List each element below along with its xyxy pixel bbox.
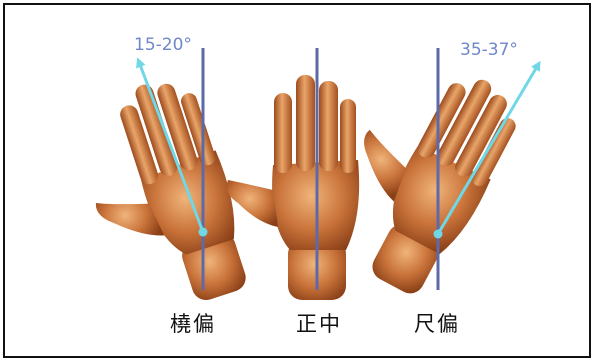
thumb <box>227 180 278 227</box>
label-ulnar-deviation: 尺偏 <box>414 308 460 338</box>
radial-angle-label: 15-20° <box>134 35 192 55</box>
finger <box>340 99 356 173</box>
finger <box>274 93 292 173</box>
ulnar-angle-label: 35-37° <box>460 40 518 60</box>
pivot-point <box>199 228 208 237</box>
finger <box>296 75 315 171</box>
hand-radial-deviation <box>64 69 260 324</box>
label-radial-deviation: 橈偏 <box>170 308 216 338</box>
label-neutral: 正中 <box>296 308 342 338</box>
pivot-point <box>434 230 443 239</box>
hand-neutral <box>227 75 359 300</box>
finger <box>319 81 338 171</box>
